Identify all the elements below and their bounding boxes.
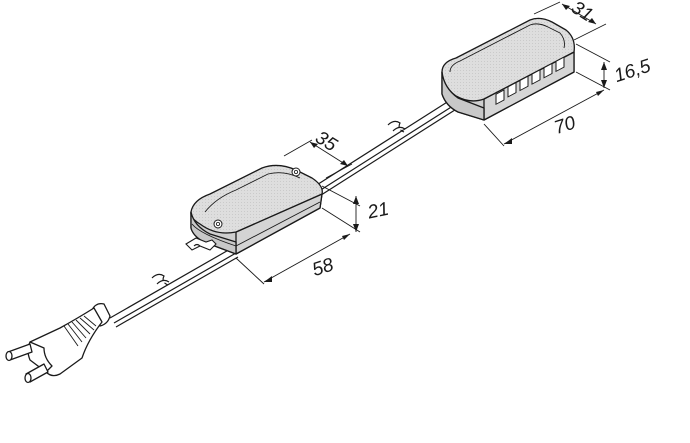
dimension-arrowheads	[264, 4, 607, 282]
distributor-box	[441, 17, 575, 121]
cable-break-mark-upper	[387, 120, 406, 133]
euro-plug	[5, 302, 111, 384]
driver-screw-back	[291, 167, 301, 177]
driver-mounting-clip	[185, 237, 217, 251]
driver-screw-front	[213, 219, 223, 229]
dim-driver-height: 21	[365, 198, 391, 224]
dimension-lines	[235, 1, 611, 285]
distributor-ports	[495, 56, 565, 106]
cable-break-mark-lower	[151, 273, 170, 286]
driver-unit	[190, 164, 323, 255]
cable-lower	[109, 247, 239, 328]
